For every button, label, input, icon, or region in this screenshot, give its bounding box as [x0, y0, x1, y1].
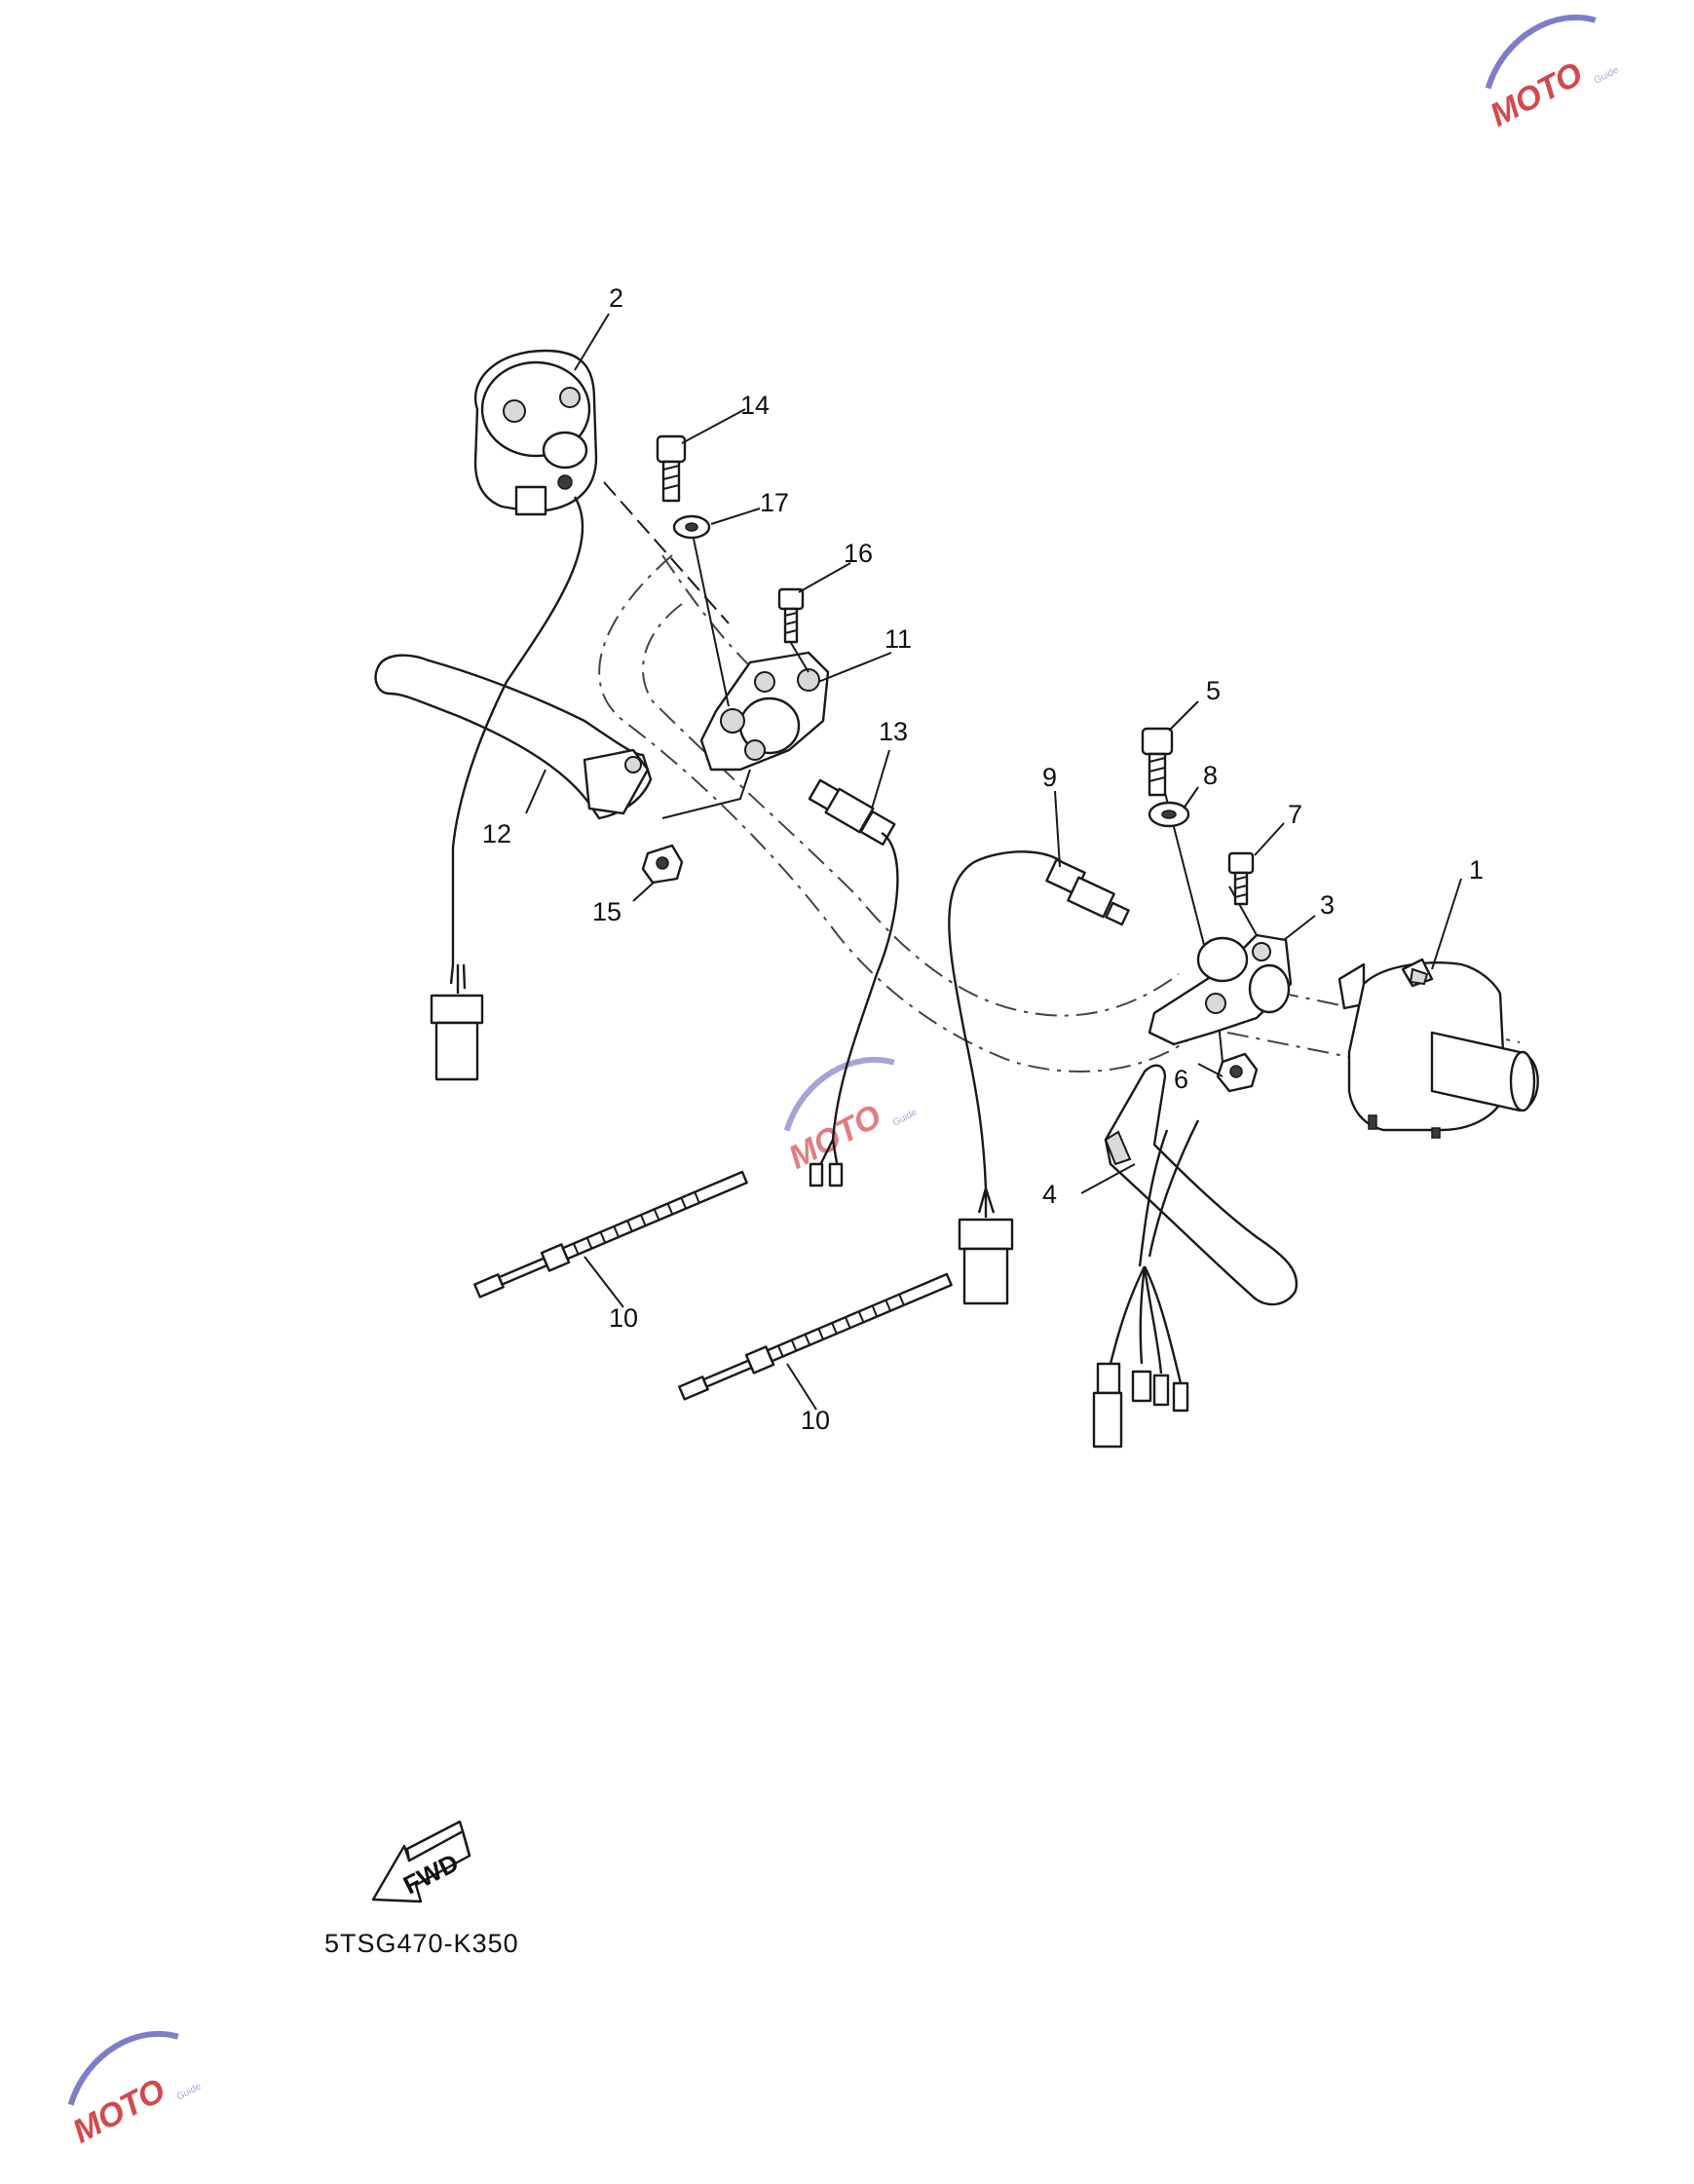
- callout-13: 13: [879, 717, 908, 746]
- callout-3: 3: [1320, 890, 1335, 920]
- screw-16: [777, 587, 805, 644]
- callout-leaders: [525, 313, 1462, 1411]
- washer-8: [1148, 801, 1190, 828]
- svg-text:Guide: Guide: [175, 2081, 204, 2102]
- callout-1: 1: [1469, 855, 1484, 885]
- callout-8: 8: [1203, 761, 1218, 790]
- callout-5: 5: [1206, 676, 1221, 705]
- watermark-bottom-left: MOTO Guide: [67, 2030, 204, 2151]
- callout-labels: 1 2 3 4 5 6 7 8 9 10 10 11 12 13 14 15 1…: [482, 283, 1484, 1435]
- right-handlebar-switch: [1337, 958, 1539, 1139]
- callout-4: 4: [1042, 1180, 1057, 1209]
- watermark-top-right: MOTO Guide: [1485, 14, 1621, 134]
- diagram-code: 5TSG470-K350: [324, 1929, 519, 1958]
- svg-text:Guide: Guide: [891, 1107, 920, 1128]
- brake-lever: [1104, 1064, 1299, 1306]
- callout-14: 14: [740, 391, 770, 420]
- left-switch-harness: [430, 496, 584, 1081]
- callout-6: 6: [1174, 1065, 1188, 1094]
- nut-15: [641, 844, 684, 885]
- callout-11: 11: [885, 624, 912, 654]
- callout-7: 7: [1288, 800, 1302, 829]
- bolt-14: [656, 434, 687, 503]
- cable-tie-upper: [473, 1170, 748, 1299]
- screw-7: [1227, 851, 1255, 906]
- callout-2: 2: [609, 283, 623, 313]
- nut-6: [1216, 1052, 1259, 1093]
- right-switch-harness: [1092, 1119, 1200, 1449]
- callout-10-upper: 10: [609, 1303, 638, 1333]
- clutch-switch: [808, 778, 899, 1187]
- svg-text:Guide: Guide: [1593, 64, 1621, 86]
- callout-12: 12: [482, 819, 511, 848]
- callout-9: 9: [1042, 763, 1057, 792]
- brake-lever-bracket: [1148, 933, 1293, 1046]
- callout-10-lower: 10: [801, 1406, 830, 1435]
- washer-17: [672, 514, 711, 540]
- clutch-lever: [374, 654, 653, 820]
- clutch-lever-bracket: [699, 651, 830, 772]
- front-brake-switch: [948, 850, 1130, 1305]
- callout-17: 17: [760, 488, 789, 517]
- bolt-5: [1141, 727, 1174, 797]
- callout-15: 15: [592, 897, 621, 926]
- watermark-center: MOTO Guide: [783, 1056, 920, 1177]
- cable-tie-lower: [678, 1272, 953, 1401]
- forward-direction-arrow: FWD: [371, 1820, 471, 1903]
- left-handlebar-switch: [473, 349, 598, 516]
- callout-16: 16: [844, 539, 873, 568]
